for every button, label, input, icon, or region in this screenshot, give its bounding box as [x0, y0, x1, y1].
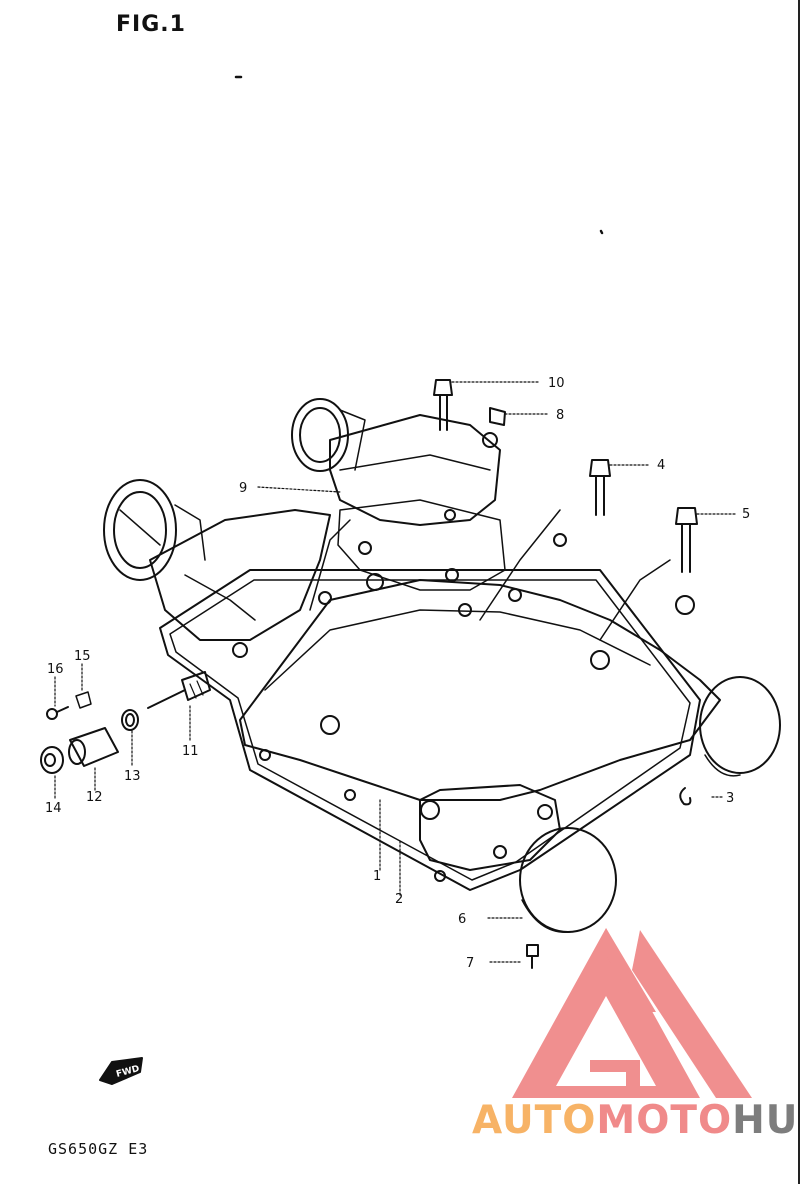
- callout-1: 1: [373, 869, 381, 884]
- oil-seal-13: [121, 709, 139, 731]
- head-cover-body: [149, 509, 721, 882]
- breather-gasket: [337, 499, 506, 591]
- callout-11: 11: [182, 744, 199, 759]
- upper-drum: [291, 398, 366, 472]
- callout-14: 14: [45, 801, 62, 816]
- callout-labels: 10 8 4 5 9 16 15 11 13 12 14 1 2 3 6 7: [45, 376, 750, 971]
- callout-6: 6: [458, 912, 466, 927]
- callout-5: 5: [742, 507, 750, 522]
- end-cap-6: [519, 827, 617, 933]
- watermark-brand: AUTOMOTOHUB: [472, 1098, 800, 1143]
- bolt-5: [675, 507, 698, 573]
- watermark-brand-auto: AUTO: [472, 1098, 597, 1143]
- tach-gear-11: [147, 671, 211, 709]
- callout-10: 10: [548, 376, 565, 391]
- callout-13: 13: [124, 769, 141, 784]
- watermark-logo-icon: [512, 928, 752, 1098]
- model-code: GS650GZ E3: [48, 1140, 149, 1158]
- specks: [234, 75, 604, 235]
- watermark-brand-hub: HUB: [732, 1098, 800, 1143]
- breather-cover: [329, 414, 501, 526]
- callout-8: 8: [556, 408, 564, 423]
- callout-2: 2: [395, 892, 403, 907]
- screw-16: [46, 706, 69, 720]
- right-border: [798, 0, 800, 1184]
- fitting-8: [489, 407, 506, 426]
- callout-12: 12: [86, 790, 103, 805]
- bolt-10: [433, 379, 453, 431]
- end-cap-3: [699, 676, 781, 777]
- left-end-drum: [103, 479, 206, 581]
- callout-16: 16: [47, 662, 64, 677]
- washer-15: [75, 691, 92, 709]
- callout-4: 4: [657, 458, 665, 473]
- watermark-brand-moto: MOTO: [596, 1098, 733, 1143]
- callout-9: 9: [239, 481, 247, 496]
- forward-arrow-icon: [99, 1057, 143, 1085]
- screw-7: [526, 944, 539, 969]
- callout-7: 7: [466, 956, 474, 971]
- callout-15: 15: [74, 649, 91, 664]
- housing-12: [68, 727, 119, 767]
- plug-14: [40, 746, 64, 774]
- figure-title: FIG.1: [116, 12, 186, 37]
- leader-lines: [54, 381, 736, 963]
- callout-3: 3: [726, 791, 734, 806]
- o-ring-3: [679, 787, 692, 806]
- bolt-4: [589, 459, 611, 516]
